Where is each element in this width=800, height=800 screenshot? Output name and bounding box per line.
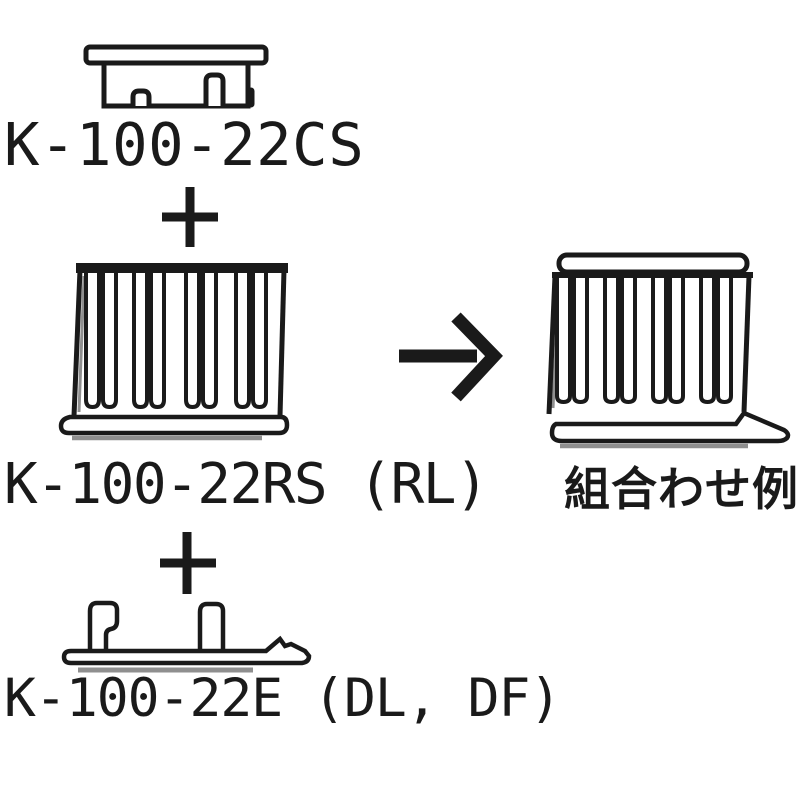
- label-cap-part: K-100-22CS: [4, 110, 365, 179]
- duct-part-drawing: [58, 263, 290, 436]
- label-end-plate-part: K-100-22E (DL, DF): [4, 668, 561, 729]
- line-layer: [58, 44, 791, 666]
- cap-part-drawing: [83, 44, 269, 109]
- plus-icon: [162, 187, 218, 247]
- label-duct-part: K-100-22RS (RL): [4, 452, 489, 517]
- assembled-part-drawing: [546, 252, 791, 444]
- label-assembled-example: 組合わせ例: [564, 462, 799, 516]
- arrow-right-icon: [399, 312, 503, 402]
- end-plate-drawing: [61, 600, 312, 666]
- plus-icon: [160, 532, 216, 594]
